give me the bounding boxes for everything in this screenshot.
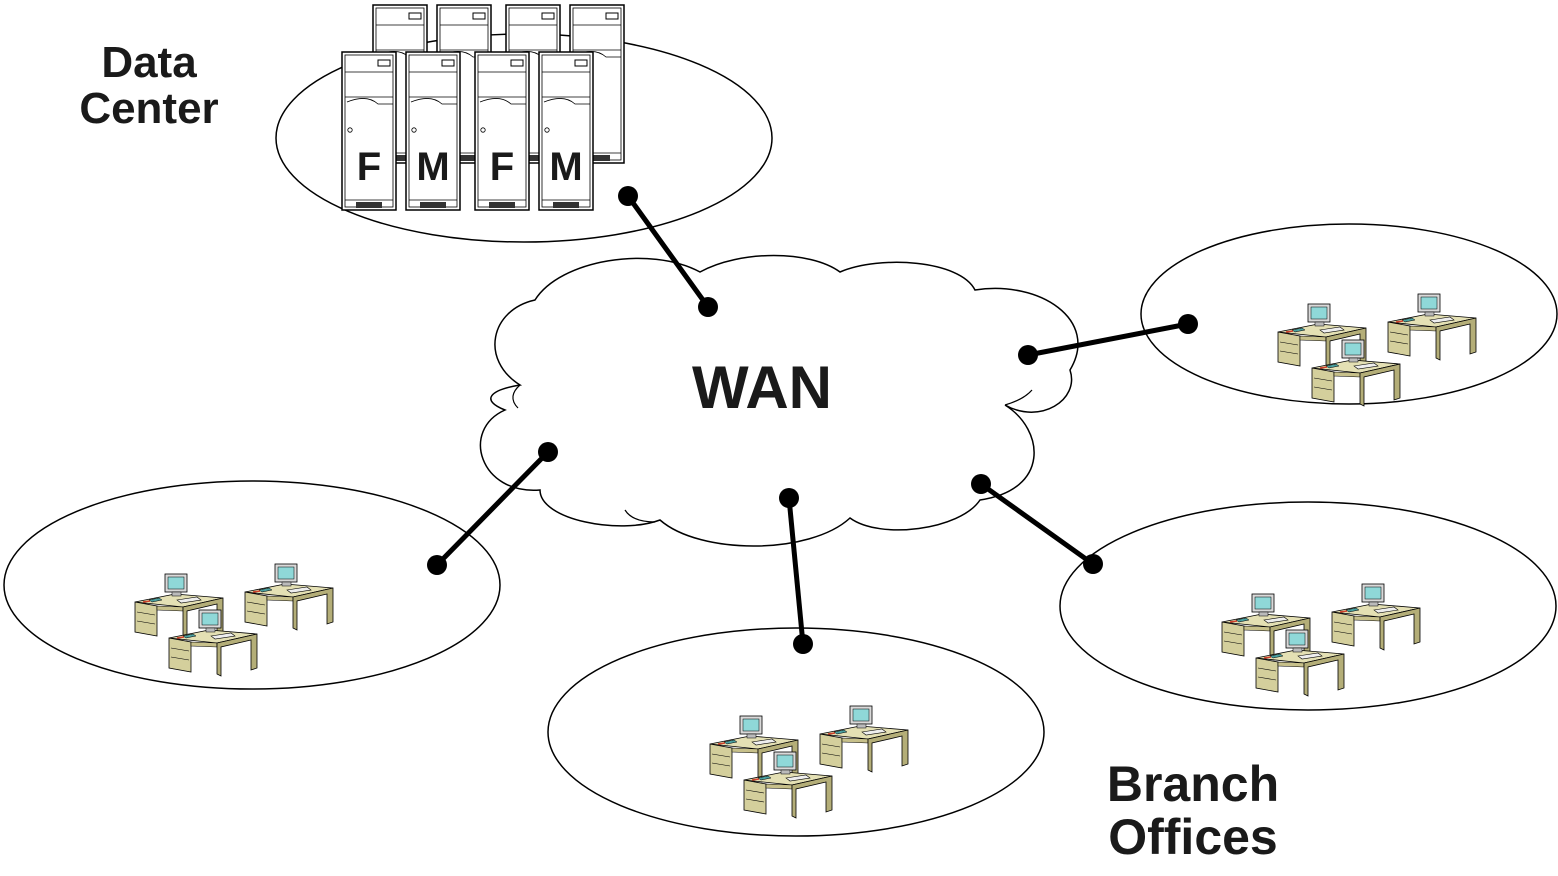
- branch-ellipse-east: [1059, 501, 1557, 711]
- branch-offices-label: Branch Offices: [1098, 758, 1288, 863]
- branch-ellipse-south: [547, 627, 1045, 837]
- link-branch-south: [779, 488, 813, 654]
- server-rack-front-row: F M F M: [341, 51, 594, 211]
- branch-ellipse-west: [3, 480, 501, 690]
- link-branch-west: [427, 442, 558, 575]
- server-f-2: F: [474, 51, 530, 211]
- server-m-2: M: [538, 51, 594, 211]
- data-center-label-line2: Center: [79, 84, 219, 134]
- workstation-cluster-northeast: [1278, 294, 1476, 406]
- branch-offices-label-line2: Offices: [1108, 808, 1278, 865]
- workstation-cluster-east: [1222, 584, 1420, 696]
- data-center-label-line1: Data: [101, 38, 197, 87]
- link-branch-northeast: [1018, 314, 1198, 365]
- wan-label: WAN: [692, 354, 832, 421]
- workstation-cluster-west: [135, 564, 333, 676]
- branch-ellipse-northeast: [1140, 223, 1558, 405]
- data-center-label: Data Center: [74, 38, 224, 134]
- server-letter: M: [549, 145, 582, 189]
- server-letter: M: [416, 145, 449, 189]
- link-datacenter: [618, 186, 718, 317]
- branch-offices-label-line1: Branch: [1106, 756, 1280, 812]
- server-m-1: M: [405, 51, 461, 211]
- server-letter: F: [490, 145, 514, 189]
- server-letter: F: [357, 145, 381, 189]
- link-branch-east: [971, 474, 1103, 574]
- server-f-1: F: [341, 51, 397, 211]
- workstation-cluster-south: [710, 706, 908, 818]
